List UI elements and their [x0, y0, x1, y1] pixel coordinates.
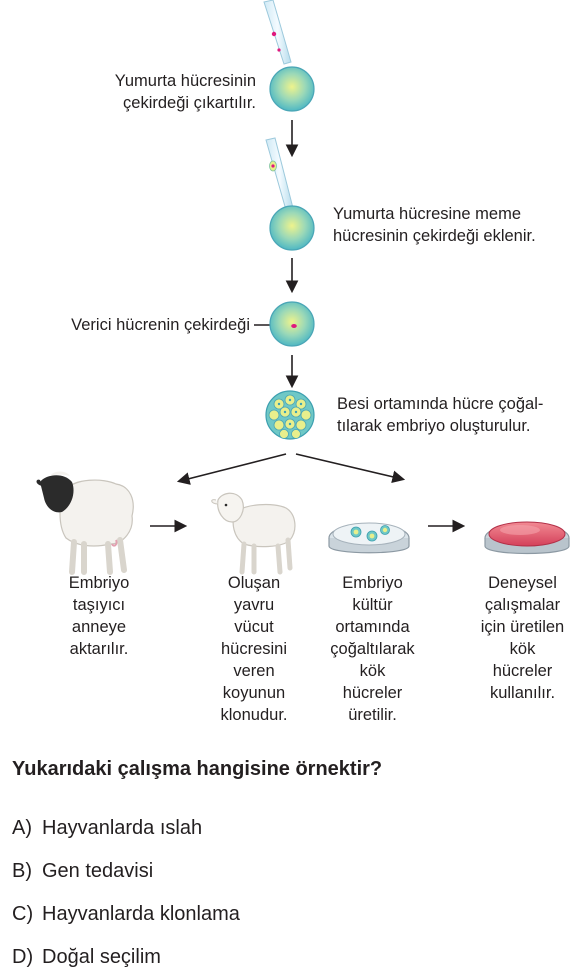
option-b[interactable]: B) Gen tedavisi [12, 860, 153, 883]
option-a[interactable]: A) Hayvanlarda ıslah [12, 817, 202, 840]
egg-cell-icon [269, 66, 315, 112]
branch-1-text: Embriyo taşıyıcı anneye aktarılır. [68, 574, 130, 658]
nucleus [291, 324, 297, 328]
arrow-branch-right [295, 453, 406, 484]
branch-3-text: Embriyo kültür ortamında çoğaltılarak kö… [330, 574, 415, 724]
embryo-icon [350, 525, 390, 542]
petri-dish-icon [484, 521, 570, 555]
branch-4-text: Deneysel çalışmalar için üretilen kök hü… [480, 574, 565, 702]
option-letter: D) [12, 946, 34, 968]
pipette-icon [263, 0, 292, 65]
egg-cell-icon [269, 205, 315, 251]
question-text: Yukarıdaki çalışma hangisine örnektir? [12, 758, 383, 780]
step-2-text: Yumurta hücresine meme hücresinin çekird… [333, 205, 536, 245]
step-1-text: Yumurta hücresinin çekirdeği çıkartılır. [114, 72, 256, 112]
option-text: Hayvanlarda ıslah [42, 817, 203, 839]
option-text: Doğal seçilim [42, 946, 161, 968]
step-4-text: Besi ortamında hücre çoğal- tılarak embr… [337, 395, 544, 435]
option-letter: C) [12, 903, 34, 925]
petri-dish-icon [328, 522, 410, 554]
step-3-text: Verici hücrenin çekirdeği [71, 316, 250, 334]
option-text: Gen tedavisi [42, 860, 154, 882]
lamb-icon [211, 492, 296, 575]
egg-cell-icon [269, 301, 315, 347]
cloning-diagram [36, 0, 570, 575]
embryo-icon [265, 390, 315, 440]
option-d[interactable]: D) Doğal seçilim [12, 946, 161, 969]
pipette-icon [265, 137, 294, 211]
option-letter: B) [12, 860, 32, 882]
sheep-icon [36, 471, 134, 575]
branch-2-text: Oluşan yavru vücut hücresini veren koyun… [220, 574, 288, 724]
option-text: Hayvanlarda klonlama [42, 903, 240, 925]
arrow-branch-left [176, 453, 287, 485]
option-letter: A) [12, 817, 32, 839]
option-c[interactable]: C) Hayvanlarda klonlama [12, 903, 240, 926]
